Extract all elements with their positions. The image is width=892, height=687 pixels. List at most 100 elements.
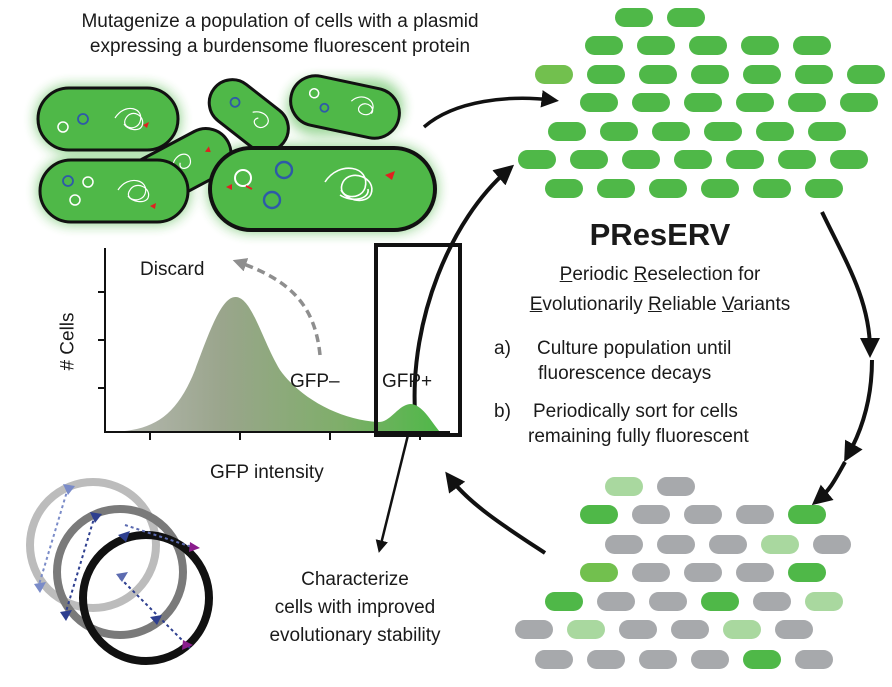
step-b-marker: b)	[494, 401, 511, 422]
cell	[567, 620, 605, 639]
step-a-line-1: Culture population until	[537, 338, 732, 359]
y-axis-label: # Cells	[57, 312, 79, 371]
cell	[793, 36, 831, 55]
cell	[657, 535, 695, 554]
word-rest: eriodic	[572, 264, 634, 285]
cell	[637, 36, 675, 55]
cell	[622, 150, 660, 169]
cell	[840, 93, 878, 112]
cell	[585, 36, 623, 55]
cell	[684, 93, 722, 112]
cell	[632, 505, 670, 524]
outcome-line-1: Characterize	[301, 569, 409, 590]
cell	[535, 65, 573, 84]
cell	[689, 36, 727, 55]
cell	[701, 592, 739, 611]
cell	[667, 8, 705, 27]
cell	[736, 93, 774, 112]
cell	[736, 563, 774, 582]
cell	[761, 535, 799, 554]
cell	[597, 179, 635, 198]
cell	[847, 65, 885, 84]
cell	[605, 535, 643, 554]
cell	[795, 65, 833, 84]
bacterium	[289, 74, 401, 140]
cell	[657, 477, 695, 496]
bacterium-large	[208, 146, 437, 232]
discard-arrow	[232, 258, 322, 356]
step-a-marker: a)	[494, 338, 511, 359]
initial-letter: V	[721, 294, 734, 315]
histogram-area	[105, 296, 440, 432]
cell	[741, 36, 779, 55]
word-rest: ariants	[733, 294, 791, 315]
cell	[671, 620, 709, 639]
cell	[652, 122, 690, 141]
cell	[795, 650, 833, 669]
cell	[605, 477, 643, 496]
caption-line-2: expressing a burdensome fluorescent prot…	[89, 36, 471, 57]
outcome-line-2: cells with improved	[274, 597, 436, 618]
bacterium	[36, 86, 180, 152]
x-ticks	[149, 432, 421, 440]
marker-triangles	[34, 484, 200, 650]
cell	[632, 563, 670, 582]
cell	[600, 122, 638, 141]
cell	[726, 150, 764, 169]
plasmid-ring-light	[26, 478, 160, 612]
cell	[674, 150, 712, 169]
cell	[535, 650, 573, 669]
cell	[580, 563, 618, 582]
method-subtitle-line-1: Periodic Reselection for	[470, 263, 850, 286]
bacterium	[38, 158, 190, 224]
step-b-line-1: Periodically sort for cells	[533, 401, 738, 422]
method-subtitle-line-2: Evolutionarily Reliable Variants	[460, 293, 860, 316]
cycle-arrow-3	[811, 461, 847, 506]
cell	[639, 65, 677, 84]
cell	[545, 592, 583, 611]
cycle-arrow-2	[844, 359, 874, 462]
cell	[788, 563, 826, 582]
cell	[743, 65, 781, 84]
cell	[723, 620, 761, 639]
cell	[701, 179, 739, 198]
cell	[813, 535, 851, 554]
cell	[587, 650, 625, 669]
cell	[632, 93, 670, 112]
cell	[753, 179, 791, 198]
word-rest: volutionarily	[542, 294, 649, 315]
gfp-negative-label: GFP–	[290, 371, 340, 392]
arrow-to-characterize	[375, 434, 410, 553]
cell	[639, 650, 677, 669]
initial-letter: P	[559, 264, 573, 285]
histogram-axes	[104, 248, 450, 433]
cell	[736, 505, 774, 524]
cell	[788, 505, 826, 524]
fluorescent-cell-population	[518, 8, 885, 198]
cell	[515, 620, 553, 639]
word-rest: eselection for	[647, 264, 761, 285]
word-rest: eliable	[661, 294, 722, 315]
bacterium	[207, 78, 290, 154]
cell	[709, 535, 747, 554]
cell	[545, 179, 583, 198]
cell	[619, 620, 657, 639]
gfp-histogram	[98, 243, 462, 440]
cell	[805, 179, 843, 198]
step-a-line-2: fluorescence decays	[538, 363, 712, 384]
cell	[580, 505, 618, 524]
initial-letter: E	[529, 294, 543, 315]
cell	[756, 122, 794, 141]
cell	[704, 122, 742, 141]
plasmid-ring-mid	[53, 505, 187, 639]
gfp-positive-gate	[374, 243, 462, 437]
cell	[805, 592, 843, 611]
cell	[518, 150, 556, 169]
cell	[808, 122, 846, 141]
initial-letter: R	[633, 264, 648, 285]
mutagenized-cell-population	[36, 74, 437, 232]
cell	[615, 8, 653, 27]
gfp-positive-label: GFP+	[382, 371, 433, 392]
cell	[597, 592, 635, 611]
